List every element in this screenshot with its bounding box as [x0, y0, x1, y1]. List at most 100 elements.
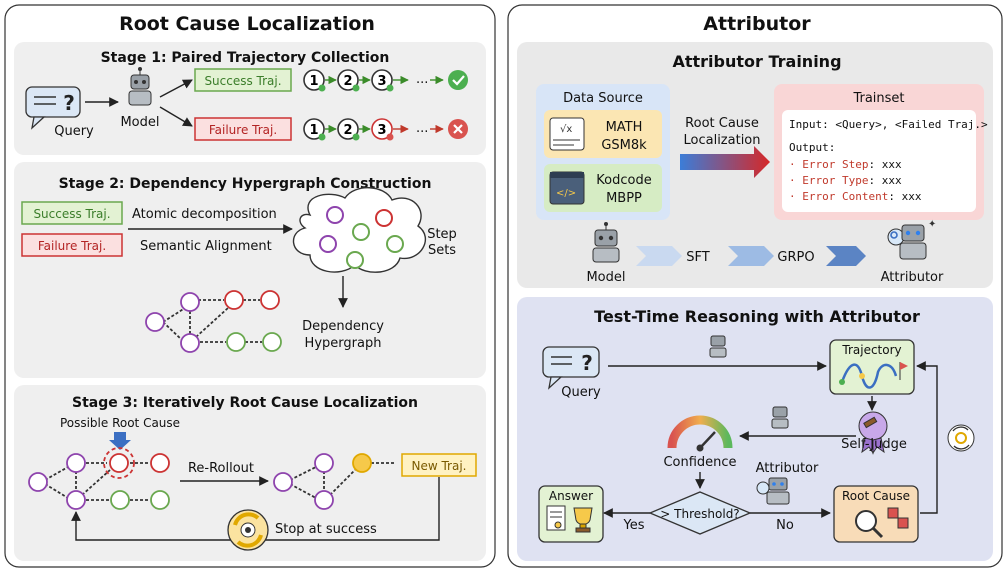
model-robot-icon: [128, 67, 152, 106]
trophy-icon: [573, 507, 593, 533]
cross-icon: [448, 119, 468, 139]
right-panel-title: Attributor: [703, 13, 811, 35]
test-time-title: Test-Time Reasoning with Attributor: [594, 307, 920, 326]
stop-at-success-label: Stop at success: [275, 522, 377, 537]
pipeline-chevron-3: [826, 246, 866, 266]
trajectory-icon: [839, 362, 908, 389]
threshold-label: > Threshold?: [660, 507, 739, 521]
root-cause-box: [833, 485, 919, 543]
attributor-label: Attributor: [881, 270, 944, 285]
stage1-success-box: [194, 68, 292, 92]
root-cause-label: Root Cause: [842, 489, 910, 503]
mbpp-label: MBPP: [606, 191, 642, 206]
stage1-title: Stage 1: Paired Trajectory Collection: [101, 50, 390, 66]
test-attributor-label: Attributor: [756, 461, 819, 476]
stage2-success-box: [21, 201, 123, 225]
magnifier-icon: [855, 507, 909, 539]
test-query-icon: ?: [542, 346, 600, 390]
math-label: MATH: [606, 120, 643, 135]
svg-text:3: 3: [377, 74, 386, 89]
trainset-item-error-step: · Error Step: xxx: [789, 158, 902, 171]
code-icon: </>: [549, 171, 585, 205]
stage3-graph-after: [273, 453, 395, 510]
failure-step-3: 3: [371, 118, 394, 141]
hypergraph-label-2: Hypergraph: [305, 336, 382, 351]
success-step-2: 2: [337, 69, 360, 92]
stage2-title: Stage 2: Dependency Hypergraph Construct…: [59, 176, 432, 192]
query-robot-icon: [709, 335, 727, 358]
trainset-label: Trainset: [852, 91, 904, 106]
answer-document-icon: [546, 505, 566, 531]
svg-text:2: 2: [343, 74, 352, 89]
svg-text:</>: </>: [556, 188, 576, 199]
sft-label: SFT: [686, 250, 710, 265]
stage2-success-label: Success Traj.: [33, 207, 110, 221]
gsm8k-label: GSM8k: [601, 138, 647, 153]
rcl-label-2: Localization: [684, 133, 761, 148]
trainset-input: Input: <Query>, <Failed Traj.>: [789, 118, 988, 131]
self-judge-label: Self-Judge: [841, 437, 907, 452]
svg-text:3: 3: [377, 123, 386, 138]
stage2-failure-box: [21, 233, 123, 257]
failure-step-2: 2: [337, 118, 360, 141]
svg-text:√x: √x: [560, 124, 572, 135]
attributor-robot-icon: ✦: [887, 219, 936, 260]
confidence-gauge-icon: [667, 415, 733, 452]
iterate-icon: [947, 424, 975, 452]
trajectory-label: Trajectory: [841, 343, 901, 357]
training-model-robot-icon: [592, 222, 620, 263]
trainset-item-error-content: · Error Content: xxx: [789, 190, 922, 203]
kodcode-label: Kodcode: [596, 173, 651, 188]
svg-text:?: ?: [581, 351, 593, 375]
stage1-success-label: Success Traj.: [204, 74, 281, 88]
svg-text:1: 1: [309, 74, 318, 89]
step-sets-label-2: Sets: [428, 243, 456, 258]
svg-text:?: ?: [63, 91, 75, 115]
stage3-title: Stage 3: Iteratively Root Cause Localiza…: [72, 395, 418, 411]
grpo-label: GRPO: [777, 250, 814, 265]
trainset-card: [782, 110, 976, 212]
trajectory-box: [829, 339, 915, 395]
test-query-label: Query: [561, 385, 601, 400]
self-judge-robot-icon: [771, 406, 789, 429]
rerollout-label: Re-Rollout: [188, 461, 254, 476]
training-model-label: Model: [586, 270, 625, 285]
svg-text:1: 1: [309, 123, 318, 138]
step-sets-label-1: Step: [427, 227, 457, 242]
trainset-output: Output:: [789, 141, 835, 154]
stage1-query-label: Query: [54, 124, 94, 139]
dependency-hypergraph: [145, 290, 282, 353]
check-icon: [448, 70, 468, 90]
pipeline-chevron-2: [728, 246, 774, 266]
svg-text:✦: ✦: [928, 219, 936, 230]
success-ellipsis: ...: [416, 72, 428, 87]
new-traj-label: New Traj.: [412, 459, 467, 473]
rcl-arrow: [680, 146, 770, 178]
stage2-failure-label: Failure Traj.: [38, 239, 106, 253]
stage1-failure-box: [194, 117, 292, 141]
trainset-item-error-type: · Error Type: xxx: [789, 174, 902, 187]
yes-label: Yes: [623, 518, 645, 533]
stage2-box: [14, 162, 486, 378]
root-cause-pointer-icon: [109, 432, 131, 450]
hypergraph-label-1: Dependency: [302, 319, 384, 334]
stage1-failure-label: Failure Traj.: [209, 123, 277, 137]
stage1-model-label: Model: [120, 115, 159, 130]
possible-root-cause-label: Possible Root Cause: [60, 416, 180, 430]
stage3-graph-before: [28, 447, 170, 510]
left-panel-title: Root Cause Localization: [119, 13, 375, 35]
success-step-1: 1: [303, 69, 326, 92]
success-step-3: 3: [371, 69, 394, 92]
pipeline-chevron-1: [636, 246, 682, 266]
test-attributor-robot-icon: [756, 477, 790, 505]
threshold-decision: [648, 491, 752, 535]
no-label: No: [776, 518, 794, 533]
self-judge-badge-icon: [858, 411, 888, 455]
training-title: Attributor Training: [672, 52, 841, 71]
new-traj-box: [401, 453, 477, 477]
answer-label: Answer: [549, 489, 593, 503]
confidence-label: Confidence: [663, 455, 736, 470]
math-icon: √x: [549, 117, 585, 151]
atomic-label: Atomic decomposition: [132, 207, 277, 222]
